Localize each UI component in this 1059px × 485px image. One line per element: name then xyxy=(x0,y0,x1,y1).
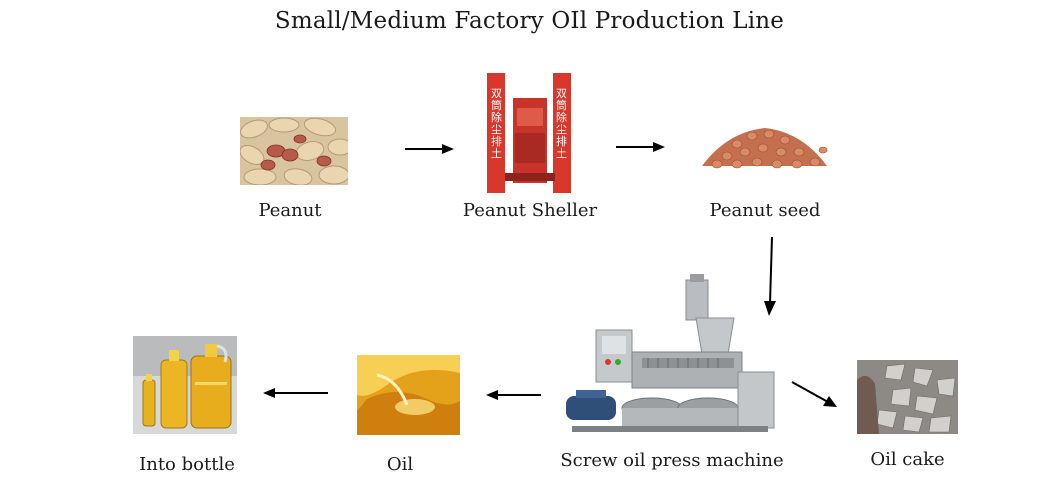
arrow-press-to-oil xyxy=(486,390,541,400)
arrow-seed-to-press xyxy=(764,236,776,316)
peanut-sheller-label: Peanut Sheller xyxy=(462,200,598,221)
peanut-label: Peanut xyxy=(258,200,322,221)
bottle-image xyxy=(133,336,237,434)
screw-oil-press-image xyxy=(562,272,782,442)
into-bottle-label: Into bottle xyxy=(139,454,235,475)
sheller-sign-right: 双筒除尘排土 xyxy=(556,87,567,160)
sheller-sign-left: 双筒除尘排土 xyxy=(491,87,502,160)
oil-cake-image xyxy=(857,360,958,434)
screw-oil-press-label: Screw oil press machine xyxy=(560,450,784,471)
peanut-seed-image xyxy=(697,122,832,170)
peanut-sheller-image xyxy=(487,73,573,193)
arrow-press-to-cake xyxy=(791,381,837,407)
oil-cake-label: Oil cake xyxy=(870,449,945,470)
arrow-sheller-to-seed xyxy=(616,142,665,152)
diagram-title: Small/Medium Factory OIl Production Line xyxy=(274,8,785,34)
oil-image xyxy=(357,355,460,435)
arrow-oil-to-bottle xyxy=(263,388,328,398)
peanut-image xyxy=(240,117,348,185)
peanut-seed-label: Peanut seed xyxy=(709,200,821,221)
arrow-peanut-to-sheller xyxy=(405,144,454,154)
oil-label: Oil xyxy=(386,454,414,475)
